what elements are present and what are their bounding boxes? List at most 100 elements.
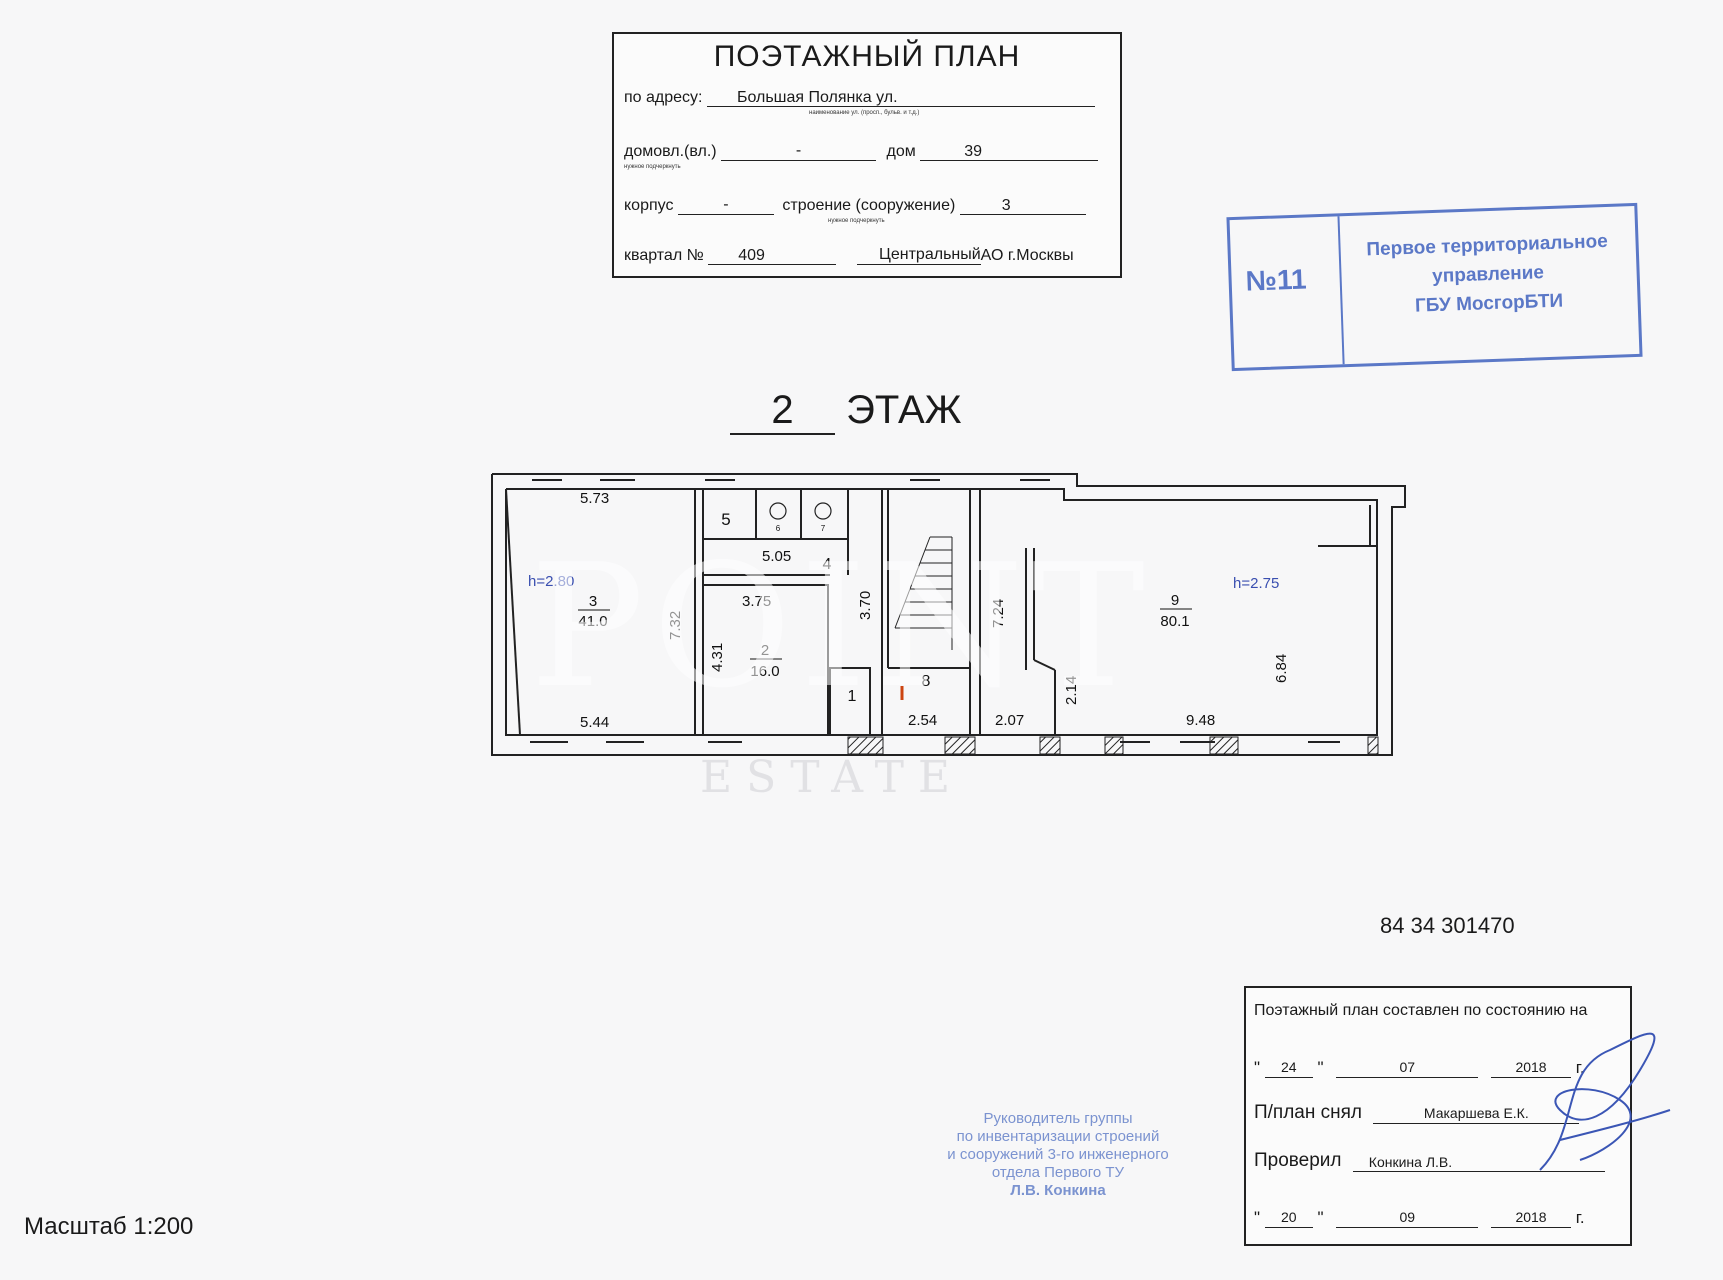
plan-walls [491, 473, 1406, 756]
took-value: Макаршева Е.К. [1373, 1105, 1580, 1124]
dim-label: 2.14 [1063, 676, 1080, 705]
district-value: Центральный [856, 246, 981, 265]
room-number: 2 [761, 642, 769, 659]
state-date2: " 20 " 09 2018 г. [1254, 1208, 1585, 1228]
date1-suffix: г. [1575, 1058, 1585, 1077]
stroenie-hint: нужное подчеркнуть [828, 218, 885, 224]
signature-line: Руководитель группы [983, 1110, 1133, 1127]
cadastral-code: 84 34 301470 [1380, 913, 1515, 938]
room2-outline [702, 584, 829, 736]
room-number: 8 [922, 673, 931, 690]
address-label: по адресу: [624, 89, 703, 106]
signature-line: и сооружений 3-го инженерного [947, 1146, 1169, 1163]
room-area: 41.0 [578, 613, 607, 630]
stroenie-label: строение (сооружение) [782, 197, 956, 214]
checked-row: Проверил Конкина Л.В. [1254, 1150, 1605, 1172]
room-area: 80.1 [1160, 613, 1189, 630]
quote-mark: " [1317, 1058, 1324, 1077]
floor-label: ЭТАЖ [846, 388, 962, 432]
korpus-label: корпус [624, 197, 674, 214]
domovl-row: домовл.(вл.) - дом 39 [624, 142, 1099, 161]
dom-value: 39 [920, 143, 1099, 161]
outer-wall [491, 473, 1406, 756]
date1-day: 24 [1264, 1059, 1313, 1078]
date1-month: 07 [1336, 1059, 1479, 1078]
stroenie-value: 3 [959, 197, 1086, 215]
plan-labels: 5.73 5.44 7.32 5.05 3.75 4.31 3.70 7.24 … [528, 490, 1290, 731]
signature-name: Л.В. Конкина [1010, 1182, 1106, 1199]
room-number: 6 [776, 524, 781, 533]
dom-label: дом [886, 143, 916, 160]
date1-year: 2018 [1491, 1059, 1572, 1078]
kvartal-value: 409 [708, 247, 837, 265]
watermark-point: POINT [530, 528, 1154, 726]
domovl-value: - [721, 142, 877, 161]
state-box: Поэтажный план составлен по состоянию на… [1244, 986, 1632, 1246]
room-number: 7 [821, 524, 826, 533]
room-area: 16.0 [750, 663, 779, 680]
room-number: 1 [848, 688, 857, 705]
date2-month: 09 [1336, 1209, 1479, 1228]
date2-suffix: г. [1575, 1208, 1585, 1227]
stair-steps [894, 536, 953, 650]
dim-label: 5.05 [762, 548, 791, 565]
state-title: Поэтажный план составлен по состоянию на [1254, 1002, 1588, 1019]
toilet-icon [814, 502, 832, 520]
dim-label: 3.75 [742, 593, 771, 610]
handwritten-signature [1539, 1032, 1671, 1171]
floor-title: 2 ЭТАЖ [730, 388, 962, 435]
height-label: h=2.80 [528, 573, 574, 590]
scale-label: Масштаб 1:200 [24, 1213, 194, 1240]
kvartal-label: квартал № [624, 247, 704, 264]
quote-mark: " [1254, 1058, 1261, 1077]
took-row: П/план снял Макаршева Е.К. [1254, 1102, 1580, 1124]
room1-outline [829, 667, 871, 736]
quote-mark: " [1254, 1208, 1261, 1227]
checked-value: Конкина Л.В. [1352, 1154, 1605, 1172]
dim-label: 2.54 [908, 712, 937, 729]
address-hint: наименование ул. (просп., бульв. и т.д.) [809, 110, 920, 116]
signature-line: по инвентаризации строений [956, 1128, 1160, 1145]
date2-year: 2018 [1491, 1209, 1572, 1228]
partition-bend [1033, 659, 1056, 671]
domovl-label: домовл.(вл.) [624, 143, 717, 160]
dim-label: 4.31 [709, 643, 726, 672]
watermark-estate: ESTATE [700, 752, 965, 803]
room-number: 5 [721, 510, 730, 529]
quote-mark: " [1317, 1208, 1324, 1227]
checked-label: Проверил [1254, 1150, 1342, 1171]
signature-line: отдела Первого ТУ [991, 1164, 1125, 1181]
height-label: h=2.75 [1233, 575, 1279, 592]
room-number: 4 [823, 556, 832, 573]
dim-label: 5.73 [580, 490, 609, 507]
took-label: П/план снял [1254, 1102, 1363, 1123]
district-suffix: АО г.Москвы [980, 247, 1074, 264]
korpus-value: - [677, 196, 774, 215]
dim-label: 6.84 [1273, 654, 1290, 683]
floor-number: 2 [730, 388, 835, 435]
room-number: 9 [1171, 592, 1179, 609]
dim-label: 9.48 [1186, 712, 1215, 729]
dim-label: 7.24 [990, 599, 1007, 628]
domovl-hint: нужное подчеркнуть [624, 164, 681, 170]
address-value: Большая Полянка ул. [706, 89, 1095, 107]
dim-label: 3.70 [857, 591, 874, 620]
address-row: по адресу: Большая Полянка ул. [624, 89, 1095, 107]
kvartal-row: квартал № 409 ЦентральныйАО г.Москвы [624, 246, 1074, 265]
inner-outline [505, 488, 1378, 736]
state-date1: " 24 " 07 2018 г. [1254, 1058, 1585, 1078]
plan-title: ПОЭТАЖНЫЙ ПЛАН [713, 40, 1021, 73]
room3-slant-wall [505, 488, 521, 736]
korpus-row: корпус - строение (сооружение) 3 [624, 196, 1086, 215]
date2-day: 20 [1264, 1209, 1313, 1228]
signature-block: Руководитель группы по инвентаризации ст… [888, 1110, 1228, 1200]
wc-fixtures [769, 502, 832, 520]
header-box: ПОЭТАЖНЫЙ ПЛАН по адресу: Большая Полянк… [612, 32, 1122, 278]
hatched-walls [847, 736, 1379, 755]
dim-label: 2.07 [995, 712, 1024, 729]
room-number: 3 [589, 593, 597, 610]
toilet-icon [769, 502, 787, 520]
dim-label: 5.44 [580, 714, 609, 731]
dim-label: 7.32 [667, 611, 684, 640]
